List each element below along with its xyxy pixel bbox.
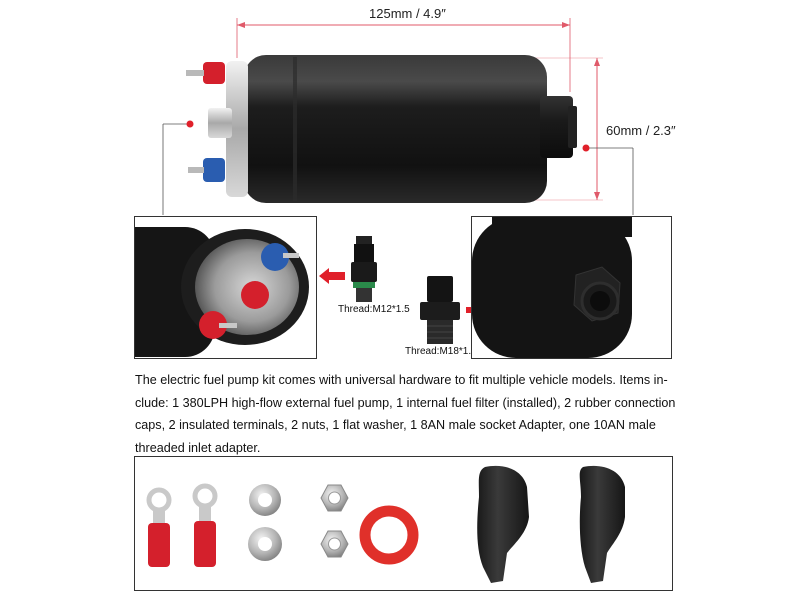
small-thread-label: Thread:M12*1.5 <box>338 304 410 315</box>
left-callout-leader <box>162 120 194 215</box>
description-line: caps, 2 insulated terminals, 2 nuts, 1 f… <box>135 418 656 432</box>
terminal-end-detail-photo <box>134 216 317 359</box>
hex-nut <box>320 530 349 558</box>
red-sealing-washer <box>359 505 419 565</box>
kit-description: The electric fuel pump kit comes with un… <box>135 369 675 459</box>
diameter-dimension-label: 60mm / 2.3″ <box>606 123 676 138</box>
description-line: The electric fuel pump kit comes with un… <box>135 373 668 387</box>
pump-illustration <box>162 18 634 215</box>
small-fitting-m12 <box>347 236 381 302</box>
right-callout-leader <box>582 144 634 215</box>
length-dimension-label: 125mm / 4.9″ <box>369 6 446 21</box>
large-fitting-m18 <box>417 276 463 344</box>
left-callout-dot <box>186 120 194 128</box>
small-fitting-image <box>351 236 377 302</box>
large-fitting-image <box>420 276 460 344</box>
terminal-end-illustration <box>135 227 309 357</box>
description-line: clude: 1 380LPH high-flow external fuel … <box>135 395 676 410</box>
pump-dimension-figure: 125mm / 4.9″ 60mm / 2.3″ <box>0 0 800 215</box>
ring-terminal <box>146 487 172 567</box>
rubber-connection-cap <box>477 465 529 583</box>
right-callout-dot <box>582 144 590 152</box>
description-line: threaded inlet adapter. <box>135 440 261 455</box>
red-terminal <box>186 62 225 84</box>
hex-nut <box>320 484 349 512</box>
fuel-pump-body <box>226 55 577 203</box>
flat-washer <box>249 484 281 516</box>
kit-parts-photo <box>134 456 673 591</box>
length-dimension-line <box>236 18 571 92</box>
large-thread-label: Thread:M18*1.5 <box>405 346 477 357</box>
flat-washer <box>248 527 282 561</box>
outlet-fitting <box>208 108 232 138</box>
kit-parts-illustration <box>146 465 625 583</box>
blue-terminal <box>188 158 225 182</box>
left-pointing-arrow <box>319 268 345 284</box>
rubber-connection-cap <box>579 465 625 583</box>
outlet-end-illustration <box>472 217 671 358</box>
outlet-end-detail-photo <box>471 216 672 359</box>
ring-terminal <box>192 483 218 567</box>
